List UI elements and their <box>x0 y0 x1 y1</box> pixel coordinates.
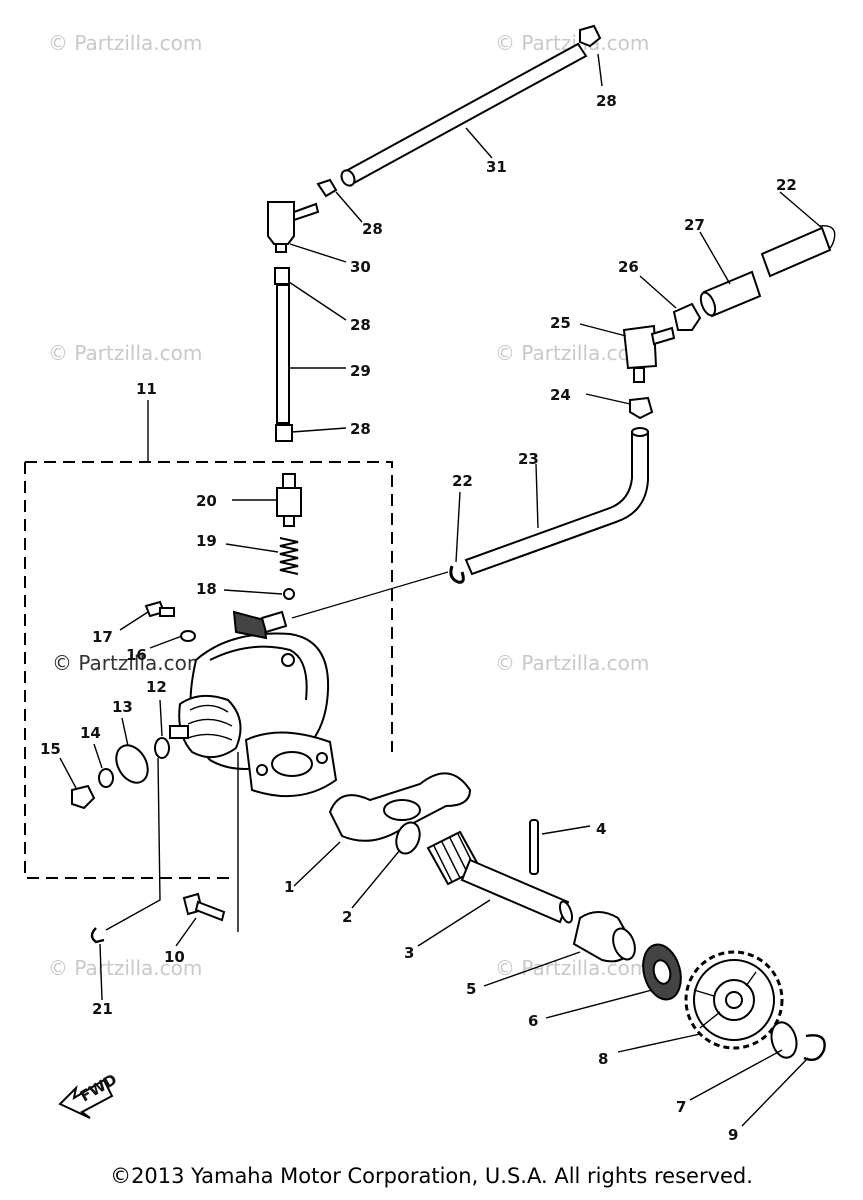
nut-28-top <box>579 24 602 48</box>
watermark: © Partzilla.com <box>495 341 649 365</box>
watermark: © Partzilla.com <box>52 651 206 675</box>
callout-28: 28 <box>362 220 383 238</box>
connection-line <box>291 571 449 619</box>
callout-27: 27 <box>684 216 705 234</box>
leader-21 <box>105 757 161 931</box>
tube-29 <box>276 284 290 424</box>
o-ring-2 <box>395 821 421 855</box>
fitting-30 <box>267 201 320 253</box>
copyright-notice: ©2013 Yamaha Motor Corporation, U.S.A. A… <box>110 1164 753 1188</box>
callout-16: 16 <box>126 646 147 664</box>
watermark: © Partzilla.com <box>48 341 202 365</box>
hose-27 <box>699 226 832 318</box>
nut-24 <box>629 396 654 420</box>
callout-17: 17 <box>92 628 113 646</box>
watermark: © Partzilla.com <box>495 651 649 675</box>
callout-23: 23 <box>518 450 539 468</box>
callout-10: 10 <box>164 948 185 966</box>
valve-20 <box>276 473 302 527</box>
spring-19 <box>279 537 299 575</box>
pin-4 <box>529 819 539 875</box>
callout-14: 14 <box>80 724 101 742</box>
callout-24: 24 <box>550 386 571 404</box>
callout-22: 22 <box>776 176 797 194</box>
washer-7 <box>770 1021 798 1059</box>
callout-21: 21 <box>92 1000 113 1018</box>
callout-18: 18 <box>196 580 217 598</box>
leader-lines <box>59 53 823 1127</box>
callout-15: 15 <box>40 740 61 758</box>
gear-8 <box>684 950 784 1050</box>
pump-drive-shaft-3 <box>426 830 574 924</box>
watermark: © Partzilla.com <box>495 956 649 980</box>
callout-11: 11 <box>136 380 157 398</box>
callout-26: 26 <box>618 258 639 276</box>
callout-3: 3 <box>404 944 414 962</box>
washer-16 <box>180 630 196 642</box>
hose-23 <box>464 431 649 576</box>
callout-1: 1 <box>284 878 294 896</box>
bolt-10 <box>182 892 226 922</box>
callout-6: 6 <box>528 1012 538 1030</box>
callout-30: 30 <box>350 258 371 276</box>
callout-20: 20 <box>196 492 217 510</box>
callouts: 28 31 28 30 28 29 28 11 20 19 18 17 16 1… <box>40 92 797 1144</box>
callout-8: 8 <box>598 1050 608 1068</box>
nut-28-lower <box>275 424 293 442</box>
washer-14 <box>98 768 114 788</box>
ball-18 <box>283 588 295 600</box>
callout-13: 13 <box>112 698 133 716</box>
callout-25: 25 <box>550 314 571 332</box>
nut-28-upper <box>274 267 290 285</box>
fitting-25 <box>622 324 676 383</box>
nut-26 <box>672 302 702 331</box>
nut-28-mid <box>316 178 338 198</box>
callout-5: 5 <box>466 980 476 998</box>
watermark: © Partzilla.com <box>48 31 202 55</box>
callout-9: 9 <box>728 1126 738 1144</box>
collar-5 <box>572 911 636 963</box>
callout-28: 28 <box>350 420 371 438</box>
bolt-17 <box>144 600 175 618</box>
pin-21 <box>90 927 105 944</box>
callout-22: 22 <box>452 472 473 490</box>
callout-7: 7 <box>676 1098 686 1116</box>
callout-28: 28 <box>596 92 617 110</box>
bearing-6 <box>642 943 682 1001</box>
callout-19: 19 <box>196 532 217 550</box>
callout-2: 2 <box>342 908 352 926</box>
watermarks: © Partzilla.com © Partzilla.com © Partzi… <box>48 31 649 980</box>
nut-15 <box>71 784 96 810</box>
pipe-31 <box>340 42 588 187</box>
gasket-1 <box>328 772 472 842</box>
oil-pump-body <box>169 610 338 798</box>
o-ring-12 <box>154 737 170 759</box>
callout-29: 29 <box>350 362 371 380</box>
callout-28: 28 <box>350 316 371 334</box>
watermark: © Partzilla.com <box>48 956 202 980</box>
plate-13 <box>115 744 149 784</box>
clip-22-lower <box>449 565 465 584</box>
callout-12: 12 <box>146 678 167 696</box>
callout-31: 31 <box>486 158 507 176</box>
callout-4: 4 <box>596 820 606 838</box>
circlip-9 <box>803 1034 826 1061</box>
fwd-arrow-icon: FWD <box>58 1070 120 1119</box>
